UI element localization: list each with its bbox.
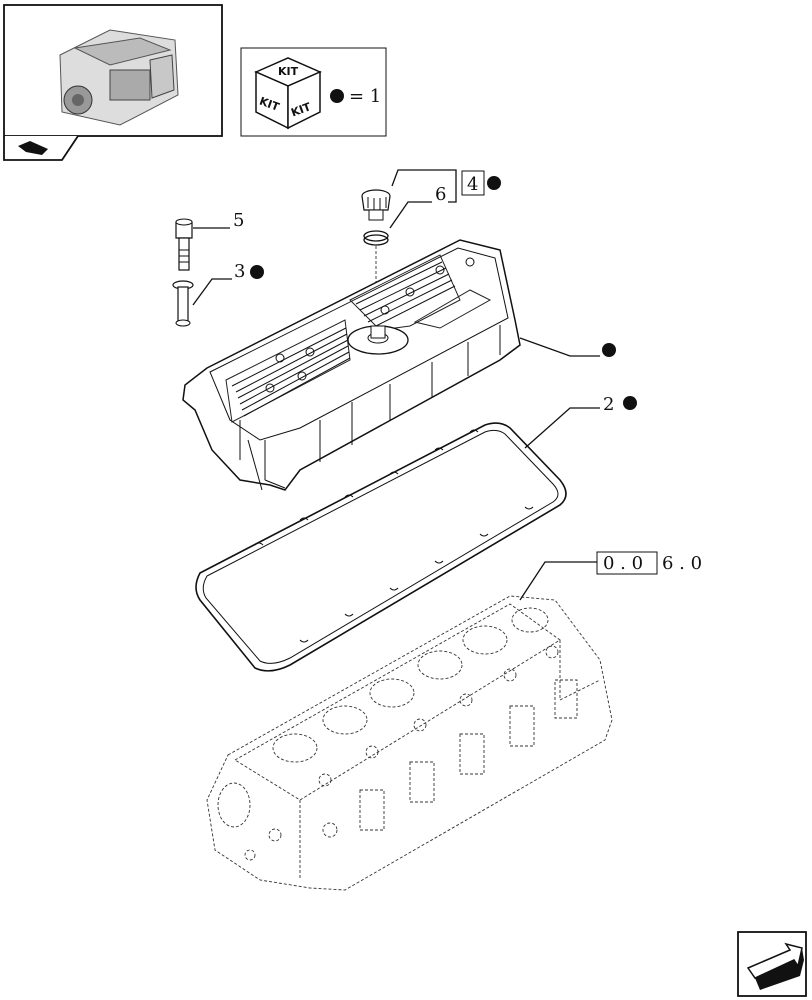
reference-rest: 6 . 0 — [662, 553, 702, 574]
kit-top-label: KIT — [278, 65, 299, 78]
cover-rib-panel-right — [349, 254, 461, 331]
next-page-button[interactable] — [737, 931, 807, 997]
kit-dot-icon — [330, 89, 344, 103]
bolt-part-5[interactable] — [175, 218, 193, 271]
kit-dot-icon — [250, 265, 264, 279]
kit-dot-icon — [602, 343, 616, 357]
seal-ring-part-6[interactable] — [363, 230, 389, 246]
callout-4: 4 — [467, 174, 478, 195]
callout-2: 2 — [603, 394, 614, 415]
kit-cube-icon: KIT KIT KIT — [254, 57, 322, 130]
filler-cap-part-4[interactable] — [361, 189, 391, 221]
kit-legend: KIT KIT KIT = 1 — [240, 47, 387, 137]
kit-dot-icon — [623, 396, 637, 410]
callout-6: 6 — [435, 184, 446, 205]
valve-cover[interactable] — [182, 239, 521, 491]
filler-boss — [347, 325, 409, 355]
sleeve-part-3[interactable] — [172, 280, 194, 327]
kit-equals-text: = 1 — [349, 86, 381, 107]
callout-3: 3 — [234, 261, 245, 282]
kit-dot-icon — [487, 176, 501, 190]
engine-thumbnail-icon — [59, 29, 179, 126]
gasket-part-2[interactable] — [195, 422, 567, 672]
engine-thumbnail[interactable] — [3, 4, 223, 161]
nav-arrow-icon — [18, 141, 48, 155]
callout-5: 5 — [233, 210, 244, 231]
next-page-arrow-icon — [746, 942, 804, 990]
cylinder-head-reference — [206, 595, 613, 891]
cover-rib-panel-left — [225, 319, 351, 423]
cover-bolt-bosses — [265, 257, 475, 393]
reference-boxed: 0 . 0 — [603, 553, 643, 574]
